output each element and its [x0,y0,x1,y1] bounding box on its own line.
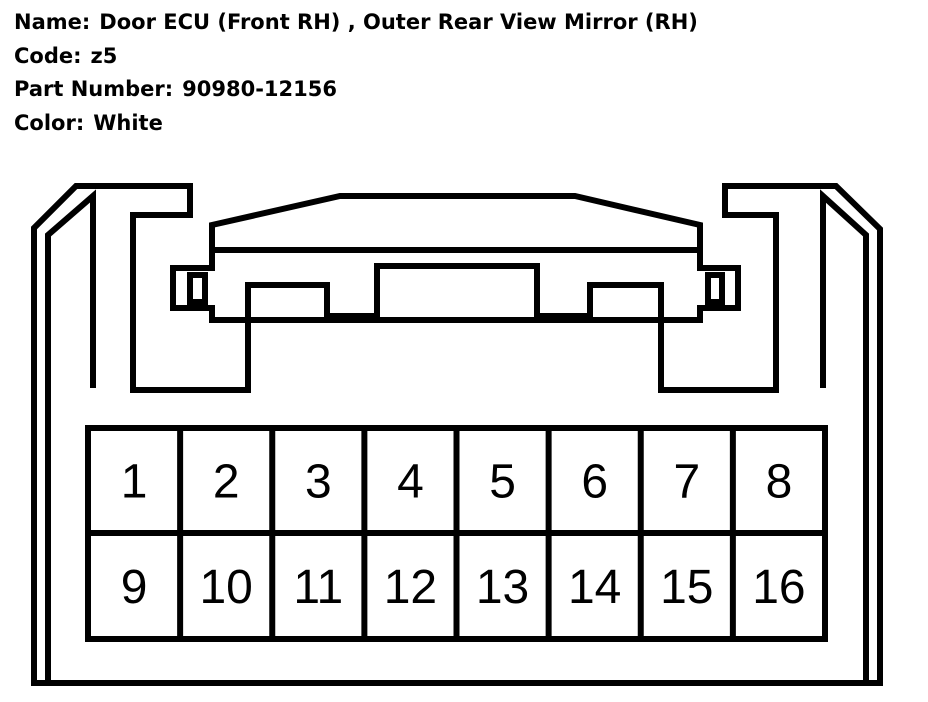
part-number-value: 90980-12156 [182,77,337,101]
color-value: White [93,111,163,135]
pin-2-label: 2 [213,456,240,509]
code-line: Code: z5 [14,44,117,68]
color-label: Color: [14,111,85,135]
part-number-line: Part Number: 90980-12156 [14,77,337,101]
pin-16-label: 16 [752,561,805,614]
pin-6-label: 6 [581,456,608,509]
connector-latch-plate [209,193,703,253]
pin-8-label: 8 [766,456,793,509]
pin-1-label: 1 [121,456,148,509]
pin-13-label: 13 [476,561,529,614]
connector-latch-bar [170,247,741,323]
pin-10-label: 10 [199,561,252,614]
name-label: Name: [14,10,91,34]
connector-outer-housing [31,183,883,686]
pin-3-label: 3 [305,456,332,509]
connector-latch-detail [187,272,725,305]
pin-15-label: 15 [660,561,713,614]
color-line: Color: White [14,111,163,135]
part-number-label: Part Number: [14,77,174,101]
name-line: Name: Door ECU (Front RH) , Outer Rear Vi… [14,10,698,34]
pin-4-label: 4 [397,456,424,509]
connector-inner-line-right [820,189,869,680]
name-value: Door ECU (Front RH) , Outer Rear View Mi… [99,10,698,34]
pin-11-label: 11 [293,561,343,614]
code-value: z5 [90,44,118,68]
pin-9-label: 9 [121,561,148,614]
pin-5-label: 5 [489,456,516,509]
pin-dividers [177,428,736,639]
pin-7-label: 7 [673,456,700,509]
pin-12-label: 12 [384,561,437,614]
pin-14-label: 14 [568,561,621,614]
code-label: Code: [14,44,82,68]
connector-inner-line [45,189,96,680]
